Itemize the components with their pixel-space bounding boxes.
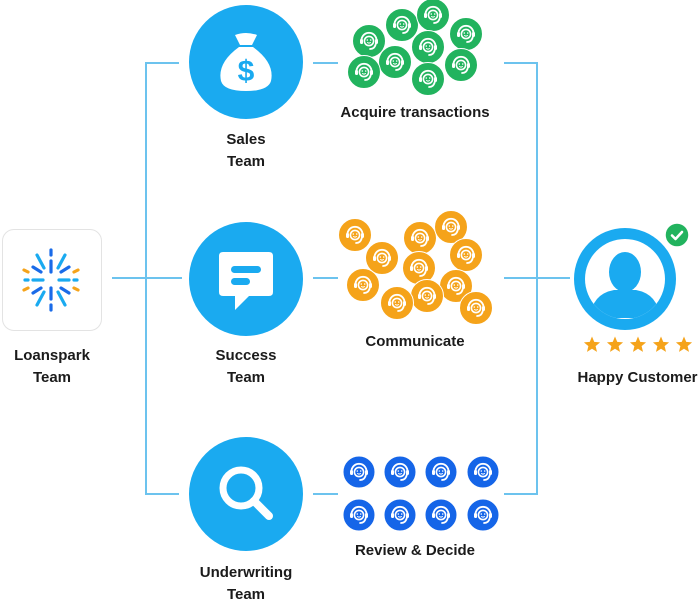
loanspark-logo-box (2, 229, 102, 331)
support-agent-icon (383, 498, 417, 532)
support-agent-icon (347, 55, 381, 89)
support-agent-icon (383, 455, 417, 489)
support-agent-icon (434, 210, 468, 244)
support-agent-icon (380, 286, 414, 320)
success-agent-cluster (338, 210, 493, 325)
support-agent-icon (346, 268, 380, 302)
magnifier-icon (219, 466, 273, 520)
left-bracket-top (145, 62, 179, 64)
star-icon (675, 336, 693, 352)
chat-bubble-icon (219, 252, 273, 310)
support-agent-icon (416, 0, 450, 32)
support-agent-icon (466, 455, 500, 489)
star-icon (583, 336, 601, 352)
support-agent-icon (403, 221, 437, 255)
svg-text:$: $ (238, 55, 255, 88)
star-icon (629, 336, 647, 352)
underwriting-agent-cluster (342, 455, 500, 532)
success-outcome-label: Communicate (365, 333, 465, 350)
customer-rating (583, 335, 693, 355)
left-bracket-vertical (145, 62, 147, 494)
support-agent-icon (449, 17, 483, 51)
support-agent-icon (342, 498, 376, 532)
customer-avatar (568, 222, 690, 336)
support-agent-icon (338, 218, 372, 252)
support-agent-icon (365, 241, 399, 275)
support-agent-icon (449, 238, 483, 272)
sales-team-label: Sales Team (226, 131, 266, 170)
source-connector (112, 277, 182, 279)
support-agent-icon (411, 30, 445, 64)
money-bag-icon: $ (220, 33, 272, 91)
success-team-node (189, 222, 303, 336)
support-agent-icon (352, 24, 386, 58)
user-avatar-icon (574, 228, 676, 330)
support-agent-icon (466, 498, 500, 532)
source-label: Loanspark Team (14, 347, 90, 386)
underwriting-team-label: Underwriting Team (199, 564, 293, 603)
support-agent-icon (402, 251, 436, 285)
support-agent-icon (411, 62, 445, 96)
sales-team-node: $ (189, 5, 303, 119)
left-bracket-bottom (145, 493, 179, 495)
star-icon (606, 336, 624, 352)
right-bracket-middle (504, 277, 570, 279)
support-agent-icon (424, 498, 458, 532)
support-agent-icon (424, 455, 458, 489)
support-agent-icon (342, 455, 376, 489)
support-agent-icon (459, 291, 493, 325)
support-agent-icon (444, 48, 478, 82)
success-to-agents-connector (313, 277, 338, 279)
sales-to-agents-connector (313, 62, 338, 64)
underwriting-outcome-label: Review & Decide (354, 542, 476, 559)
support-agent-icon (439, 269, 473, 303)
underwriting-team-node (189, 437, 303, 551)
support-agent-icon (410, 279, 444, 313)
customer-label: Happy Customer (577, 369, 698, 386)
sales-agent-cluster (347, 0, 483, 96)
loanspark-burst-logo (22, 248, 80, 312)
support-agent-icon (385, 8, 419, 42)
right-bracket-bottom (504, 493, 538, 495)
underwriting-to-agents-connector (313, 493, 338, 495)
success-team-label: Success Team (215, 347, 277, 386)
check-badge-icon (664, 222, 690, 248)
star-icon (652, 336, 670, 352)
sales-outcome-label: Acquire transactions (340, 104, 490, 121)
right-bracket-top (504, 62, 538, 64)
support-agent-icon (378, 45, 412, 79)
